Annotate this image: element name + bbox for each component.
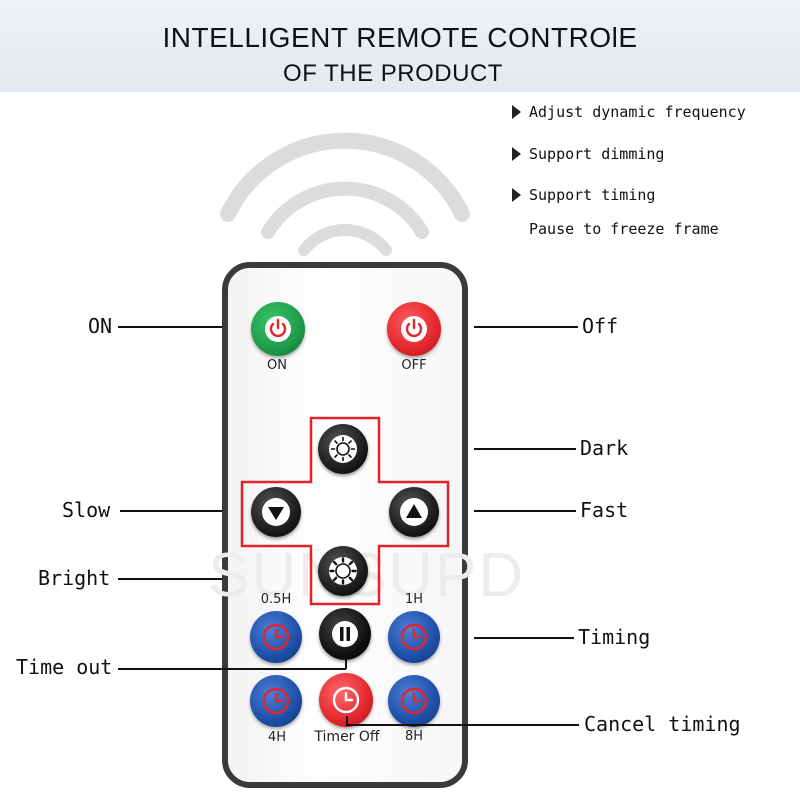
sun-icon (329, 557, 357, 585)
title-line2: OF THE PRODUCT (283, 60, 503, 87)
timer-1h-button[interactable] (388, 611, 440, 663)
triangle-up-icon (400, 498, 428, 526)
feature-item: Adjust dynamic frequency (512, 103, 746, 121)
callout-off: Off (582, 314, 619, 338)
feature-item: Support dimming (512, 145, 664, 163)
clock-icon (400, 687, 428, 715)
callout-line-off (474, 326, 578, 328)
callout-line-slow (120, 510, 222, 512)
triangle-bullet-icon (512, 147, 521, 161)
timer-8h-label: 8H (404, 729, 424, 744)
callout-line-bright (118, 578, 222, 580)
callout-line-cancel-stub (346, 716, 348, 726)
timer-4h-button[interactable] (250, 675, 302, 727)
callout-bright: Bright (38, 566, 111, 590)
triangle-down-icon (262, 498, 290, 526)
sun-icon (329, 435, 357, 463)
callout-line-cancel-timing (347, 724, 579, 726)
off-button-label: OFF (401, 358, 427, 373)
clock-icon (262, 623, 290, 651)
callout-line-fast (474, 510, 576, 512)
callout-cancel-timing: Cancel timing (584, 712, 741, 736)
callout-dark: Dark (580, 436, 629, 460)
power-on-button[interactable] (251, 302, 305, 356)
fast-button[interactable] (389, 487, 439, 537)
timer-05h-button[interactable] (250, 611, 302, 663)
callout-timing: Timing (578, 625, 651, 649)
timer-4h-label: 4H (267, 730, 287, 745)
triangle-bullet-icon (512, 105, 521, 119)
callout-line-time-out-stub (345, 659, 347, 669)
timer-8h-button[interactable] (388, 675, 440, 727)
title-line1: INTELLIGENT REMOTE CONTROlE (162, 22, 638, 53)
callout-line-dark (474, 448, 576, 450)
clock-icon (400, 623, 428, 651)
header-banner: INTELLIGENT REMOTE CONTROlE OF THE PRODU… (0, 0, 800, 92)
power-off-button[interactable] (387, 302, 441, 356)
on-button-label: ON (267, 358, 287, 373)
callout-slow: Slow (62, 498, 111, 522)
clock-icon (332, 686, 360, 714)
pause-button[interactable] (319, 608, 371, 660)
pause-icon (332, 621, 358, 647)
power-icon (401, 316, 427, 342)
power-icon (265, 316, 291, 342)
dark-button[interactable] (318, 424, 368, 474)
callout-line-timing (474, 637, 574, 639)
bright-button[interactable] (318, 546, 368, 596)
callout-fast: Fast (580, 498, 629, 522)
feature-item: Support timing (512, 186, 655, 204)
callout-on: ON (88, 314, 113, 338)
triangle-bullet-icon (512, 188, 521, 202)
callout-line-on (118, 326, 222, 328)
timer-1h-label: 1H (404, 592, 424, 607)
callout-time-out: Time out (16, 655, 113, 679)
feature-item: Pause to freeze frame (529, 220, 719, 238)
timer-05h-label: 0.5H (260, 592, 292, 607)
clock-icon (262, 687, 290, 715)
timer-off-label: Timer Off (314, 729, 380, 745)
callout-line-time-out (118, 668, 346, 670)
slow-button[interactable] (251, 487, 301, 537)
